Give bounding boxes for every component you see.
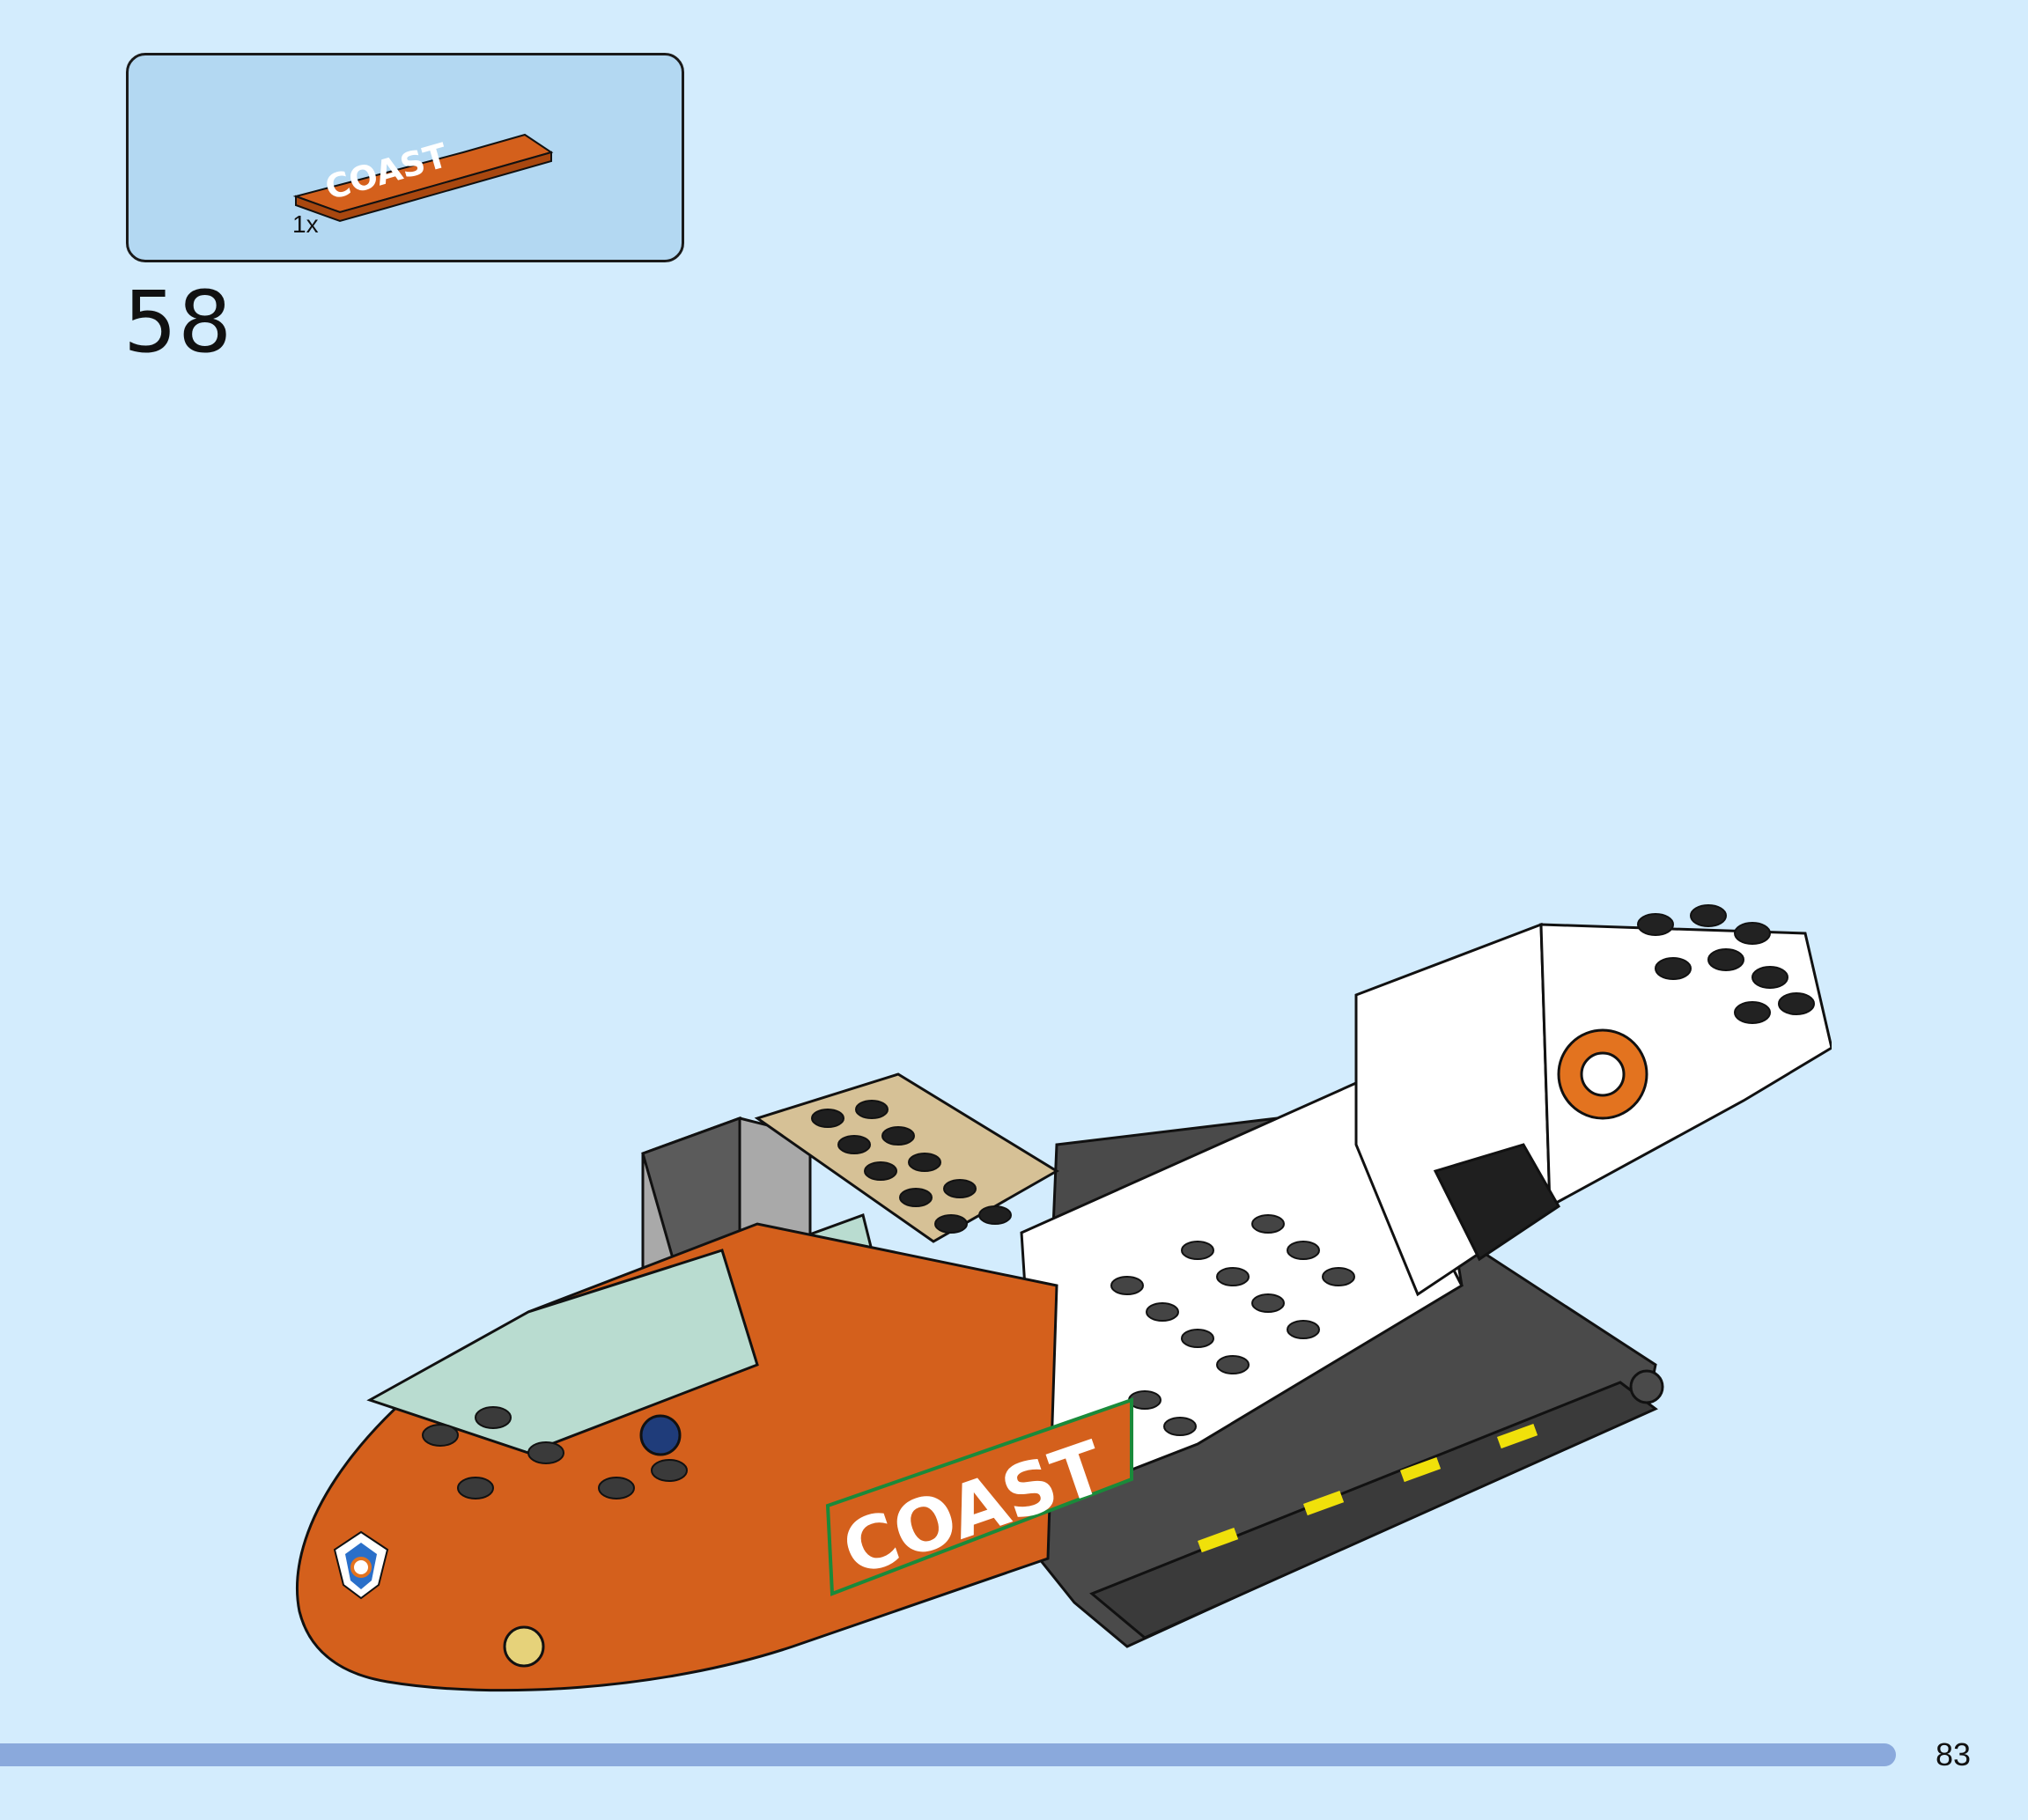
page-number: 83: [1936, 1736, 1971, 1773]
part-quantity: 1x: [292, 210, 319, 239]
footer-bar: [0, 1743, 1896, 1766]
step-number: 58: [123, 280, 232, 365]
parts-callout: COAST 1x: [126, 53, 684, 262]
tail-fin: [1356, 905, 1832, 1294]
coast-tile-part: COAST: [287, 91, 675, 223]
coast-guard-boat-model: COAST: [264, 872, 1832, 1717]
orange-hull: [297, 1224, 1057, 1691]
